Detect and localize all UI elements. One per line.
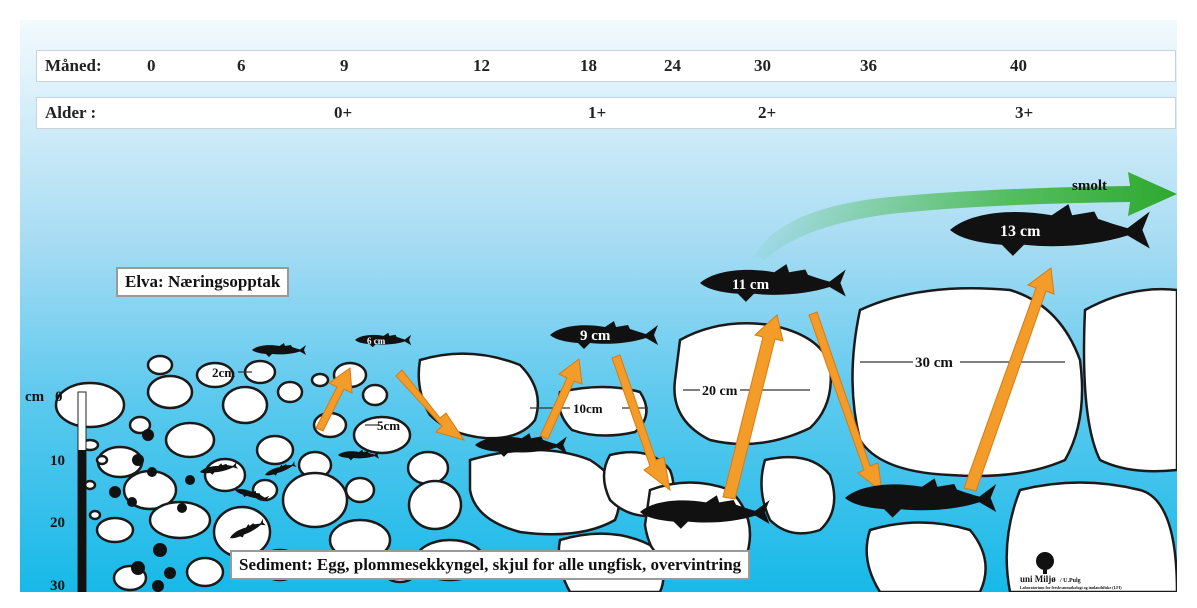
fish-size-label: 9 cm (580, 328, 611, 344)
stone-size-label: 20 cm (702, 384, 738, 399)
smolt-label: smolt (1072, 178, 1107, 194)
sediment-label: Sediment: Egg, plommesekkyngel, skjul fo… (230, 550, 750, 580)
fish-size-label: 13 cm (1000, 223, 1041, 240)
smolt-arrow: smolt (755, 172, 1177, 260)
depth-tick: 0 (55, 389, 63, 405)
stone-size-label: 30 cm (915, 355, 953, 371)
habitat-illustration: 2cm 5cm 10cm 20 cm 30 cm smolt (20, 20, 1177, 592)
depth-unit: cm (25, 389, 45, 405)
logo-subtitle: Laboratorium for ferskvannsøkologi og in… (1020, 585, 1122, 590)
river-label: Elva: Næringsopptak (116, 267, 289, 297)
fish-size-label: 6 cm (367, 336, 386, 346)
stone-size-label: 5cm (377, 418, 400, 433)
depth-tick: 10 (50, 453, 65, 469)
stone-size-label: 2cm (212, 365, 235, 380)
stone-size-label: 10cm (573, 401, 603, 416)
logo-credit: / U.Pulg (1059, 578, 1081, 584)
fish-size-label: 11 cm (732, 277, 770, 293)
diagram-frame: Måned: 0 6 9 12 18 24 30 36 40 Alder : 0… (20, 20, 1177, 592)
depth-tick: 30 (50, 578, 65, 592)
logo-name: uni Miljø (1020, 574, 1056, 584)
depth-tick: 20 (50, 515, 65, 531)
